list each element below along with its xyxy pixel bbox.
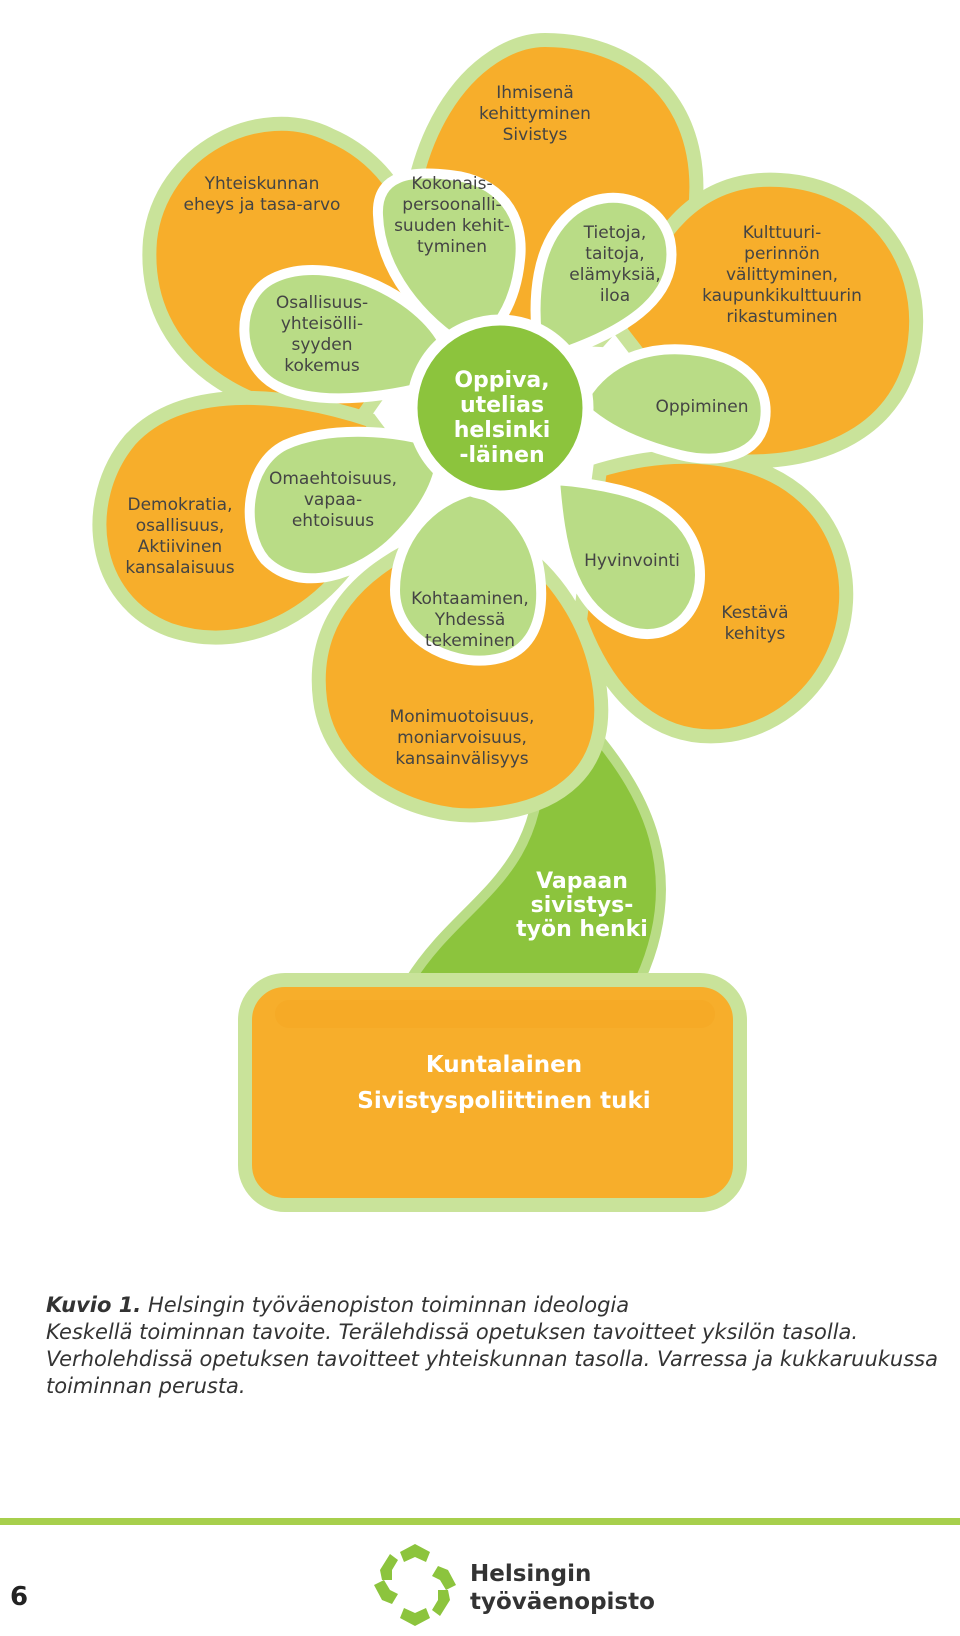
inner-petal-top-right (530, 192, 677, 367)
outer-label-right-line: kehitys (725, 624, 786, 644)
inner-label-left-lower-line: ehtoisuus (292, 511, 374, 531)
inner-label-bottom-right-line: Hyvinvointi (584, 551, 680, 571)
inner-label-top-left-line: suuden kehit- (394, 216, 510, 236)
flower-center (406, 314, 594, 502)
center-label-line: Oppiva, (454, 368, 549, 393)
outer-label-top-right-line: rikastuminen (726, 307, 837, 327)
inner-label-right: Oppiminen (656, 397, 749, 417)
outer-label-bottom-line: kansainvälisyys (395, 749, 528, 769)
logo-wordmark: Helsingin työväenopisto (470, 1560, 655, 1616)
inner-label-top-right-line: elämyksiä, (569, 265, 660, 285)
inner-label-bottom-left-line: tekeminen (425, 631, 515, 651)
inner-petals (239, 168, 771, 666)
stem-label-line: sivistys- (531, 893, 634, 918)
outer-label-bottom: Monimuotoisuus,moniarvoisuus,kansainväli… (390, 707, 535, 769)
inner-label-left-lower-line: Omaehtoisuus, (269, 469, 397, 489)
inner-petal-left-upper (239, 265, 456, 404)
inner-petal-right (573, 344, 771, 464)
caption-line-3: toiminnan perusta. (46, 1374, 246, 1398)
inner-label-top-left: Kokonais-persoonalli-suuden kehit-tymine… (394, 174, 510, 257)
pot (238, 973, 747, 1212)
inner-petal-bottom-right (549, 474, 706, 640)
outer-label-left-line: kansalaisuus (125, 558, 234, 578)
inner-label-bottom-right: Hyvinvointi (584, 551, 680, 571)
inner-petal-top-left (372, 168, 526, 356)
outer-label-top-left-line: Yhteiskunnan (204, 174, 320, 194)
outer-label-top-left-line: eheys ja tasa-arvo (184, 195, 341, 215)
caption-line-2: Verholehdissä opetuksen tavoitteet yhtei… (46, 1347, 938, 1371)
center-label-line: -läinen (459, 443, 544, 468)
inner-label-bottom-left-line: Yhdessä (434, 610, 506, 630)
logo-line-1: Helsingin (470, 1561, 592, 1587)
caption-label: Kuvio 1. (46, 1293, 142, 1317)
outer-label-left-line: Demokratia, (128, 495, 233, 515)
outer-label-top-right-line: perinnön (744, 244, 820, 264)
inner-label-bottom-left-line: Kohtaaminen, (411, 589, 529, 609)
inner-label-left-upper-line: kokemus (284, 356, 360, 376)
caption-title: Helsingin työväenopiston toiminnan ideol… (141, 1293, 630, 1317)
outer-label-top-right-line: Kulttuuri- (743, 223, 822, 243)
page-number: 6 (10, 1582, 29, 1612)
center-label-line: utelias (460, 393, 544, 418)
outer-label-left-line: Aktiivinen (138, 537, 222, 557)
inner-label-left-lower-line: vapaa- (304, 490, 362, 510)
logo-icon (374, 1544, 456, 1626)
outer-label-top-right-line: kaupunkikulttuurin (702, 286, 862, 306)
outer-label-bottom-line: moniarvoisuus, (397, 728, 527, 748)
pot-label-line: Sivistyspoliittinen tuki (357, 1088, 650, 1114)
inner-label-right-line: Oppiminen (656, 397, 749, 417)
inner-label-top-left-line: persoonalli- (402, 195, 501, 215)
outer-label-top-right-line: välittyminen, (726, 265, 838, 285)
outer-label-right-line: Kestävä (721, 603, 788, 623)
inner-petal-bottom-left (389, 484, 547, 666)
stem-label-line: Vapaan (536, 869, 628, 894)
logo-line-2: työväenopisto (470, 1589, 655, 1615)
inner-label-left-upper-line: yhteisölli- (281, 314, 363, 334)
caption-title-line: Kuvio 1. Helsingin työväenopiston toimin… (46, 1292, 946, 1319)
inner-label-left-lower: Omaehtoisuus,vapaa-ehtoisuus (269, 469, 397, 531)
stem-label-line: työn henki (516, 917, 648, 942)
inner-label-top-right-line: taitoja, (585, 244, 644, 264)
inner-label-top-right-line: iloa (600, 286, 630, 306)
inner-label-top-right: Tietoja,taitoja,elämyksiä,iloa (569, 223, 660, 306)
pot-label-line: Kuntalainen (426, 1052, 582, 1078)
inner-label-top-right-line: Tietoja, (583, 223, 647, 243)
outer-label-top-line: Ihmisenä (496, 83, 574, 103)
inner-label-left-upper-line: Osallisuus- (276, 293, 368, 313)
outer-label-bottom-line: Monimuotoisuus, (390, 707, 535, 727)
outer-label-top-line: Sivistys (503, 125, 568, 145)
footer-divider (0, 1518, 960, 1525)
inner-label-left-upper-line: syyden (291, 335, 352, 355)
inner-petal-left-lower (244, 426, 446, 584)
inner-label-top-left-line: Kokonais- (411, 174, 492, 194)
inner-label-top-left-line: tyminen (417, 237, 487, 257)
caption-line-1: Keskellä toiminnan tavoite. Terälehdissä… (46, 1320, 859, 1344)
outer-label-left-line: osallisuus, (136, 516, 225, 536)
figure-caption: Kuvio 1. Helsingin työväenopiston toimin… (46, 1292, 946, 1400)
center-label-line: helsinki (454, 418, 551, 443)
outer-label-top-line: kehittyminen (479, 104, 591, 124)
